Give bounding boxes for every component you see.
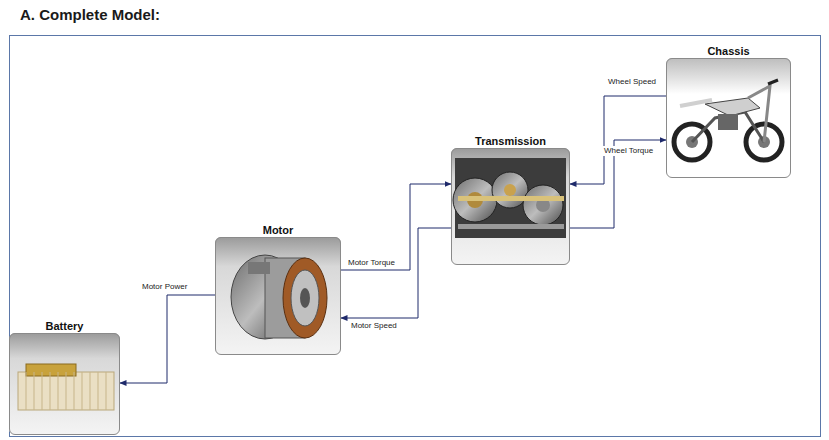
component-box: Transmission (451, 148, 570, 265)
component-box: Battery (9, 333, 120, 435)
signal-connector (120, 295, 215, 383)
signal-connector (341, 184, 451, 270)
signal-name: Motor Power (141, 282, 188, 292)
signal-name: Motor Speed (350, 321, 398, 331)
component-box: Motor (215, 237, 341, 355)
diagram-title: A. Complete Model: (20, 6, 160, 23)
motorbike-picture (666, 58, 791, 178)
component-name: Motor (263, 224, 294, 236)
signal-connector (570, 140, 666, 228)
gearbox-picture (451, 148, 570, 265)
frame (10, 36, 821, 437)
signal-connector (341, 228, 451, 318)
component-name: Battery (46, 320, 84, 332)
battery-picture (9, 333, 120, 435)
component-box: Chassis (666, 58, 791, 178)
component-name: Chassis (707, 45, 749, 57)
signal-name: Motor Torque (347, 258, 396, 268)
signal-name: Wheel Torque (603, 146, 654, 156)
component-name: Transmission (475, 135, 546, 147)
signal-name: Wheel Speed (607, 77, 657, 87)
motor-picture (215, 237, 341, 355)
